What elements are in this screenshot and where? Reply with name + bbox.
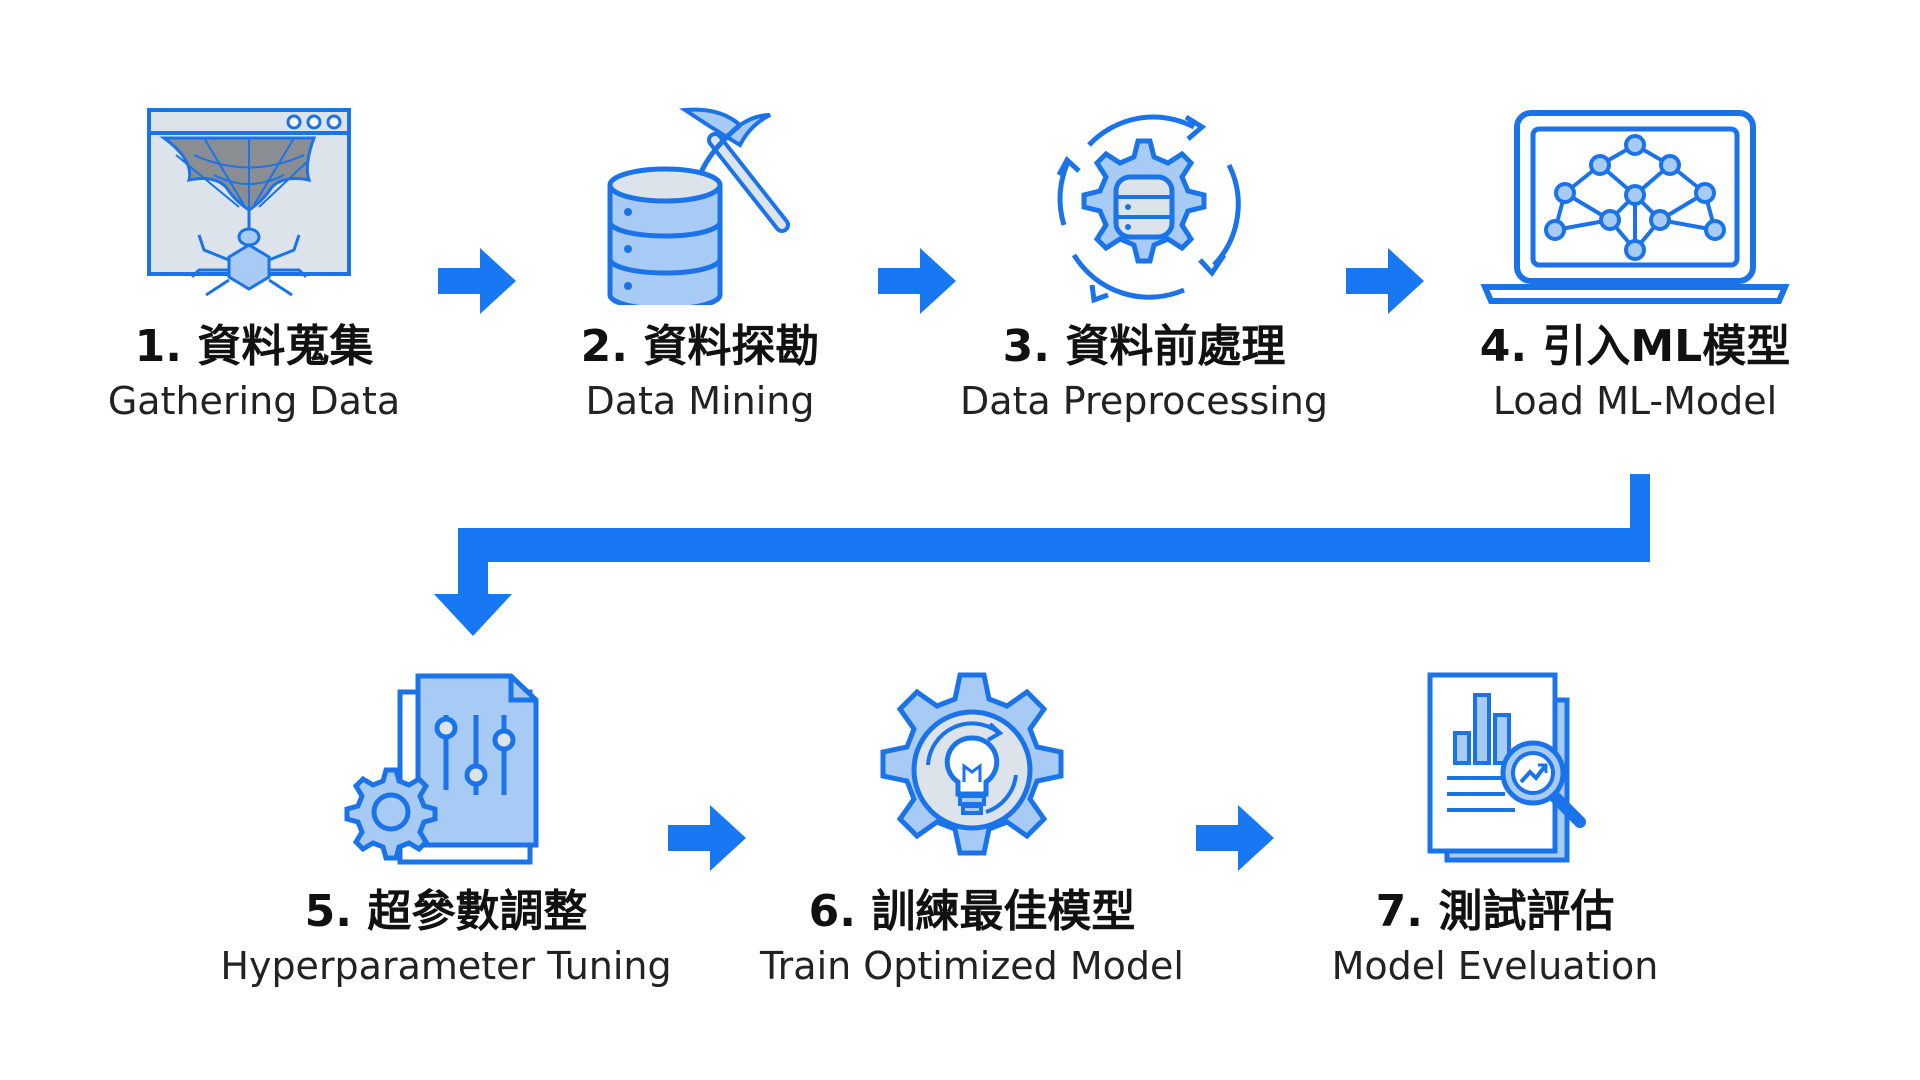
arrow-3-to-4 <box>1346 248 1424 314</box>
step-gathering-data: 1. 資料蒐集 Gathering Data <box>14 105 494 427</box>
step-title: 3. 資料前處理 <box>1002 321 1286 372</box>
step-data-mining: 2. 資料探勘 Data Mining <box>460 105 940 427</box>
step-subtitle: Load ML-Model <box>1492 379 1778 423</box>
connector-4-to-5 <box>434 474 1650 636</box>
gear-database-cycle-icon <box>1056 114 1241 304</box>
spider-web-icon <box>147 108 351 297</box>
step-data-preprocessing: 3. 資料前處理 Data Preprocessing <box>904 105 1384 427</box>
step-title: 6. 訓練最佳模型 <box>808 886 1136 937</box>
step-subtitle: Model Eveluation <box>1331 944 1659 988</box>
step-load-ml-model: 4. 引入ML模型 Load ML-Model <box>1395 105 1875 427</box>
step-title: 2. 資料探勘 <box>580 321 820 372</box>
step-subtitle: Gathering Data <box>107 379 401 423</box>
step-title: 7. 測試評估 <box>1375 886 1615 937</box>
step-hyperparameter-tuning: 5. 超參數調整 Hyperparameter Tuning <box>206 670 686 992</box>
step-subtitle: Hyperparameter Tuning <box>220 944 672 988</box>
laptop-neural-network-icon <box>1480 110 1790 304</box>
step-title: 5. 超參數調整 <box>304 886 588 937</box>
gear-lightbulb-icon <box>880 672 1064 856</box>
step-title: 4. 引入ML模型 <box>1479 321 1791 372</box>
step-subtitle: Data Mining <box>585 379 815 423</box>
step-train-optimized-model: 6. 訓練最佳模型 Train Optimized Model <box>732 670 1212 992</box>
report-magnifier-icon <box>1427 672 1586 863</box>
step-subtitle: Train Optimized Model <box>760 944 1184 988</box>
arrow-5-to-6 <box>668 805 746 871</box>
arrow-6-to-7 <box>1196 805 1274 871</box>
arrow-1-to-2 <box>438 248 516 314</box>
arrow-2-to-3 <box>878 248 956 314</box>
step-subtitle: Data Preprocessing <box>959 379 1328 423</box>
step-title: 1. 資料蒐集 <box>134 321 374 372</box>
database-pickaxe-icon <box>607 107 790 305</box>
step-model-evaluation: 7. 測試評估 Model Eveluation <box>1255 670 1735 992</box>
sliders-document-gear-icon <box>344 673 539 865</box>
